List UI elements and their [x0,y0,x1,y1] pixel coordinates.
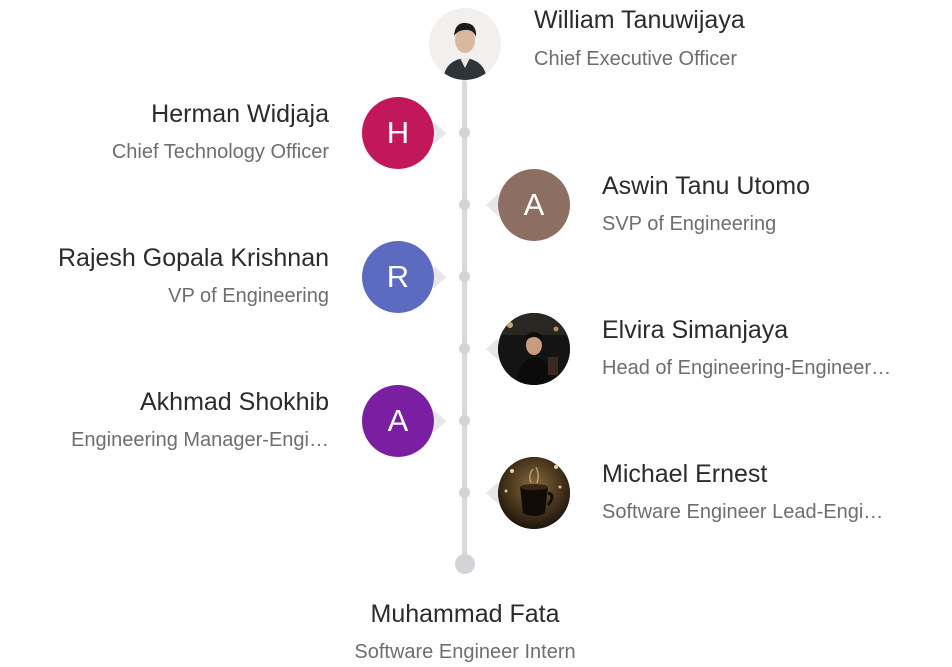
connector-arrow [486,338,498,360]
connector-arrow [434,266,446,288]
timeline-end-dot [455,554,475,574]
vp-title: VP of Engineering [168,285,329,307]
lead-avatar-photo[interactable] [498,457,570,529]
person-photo-icon [498,313,570,385]
connector-arrow [434,122,446,144]
lead-title: Software Engineer Lead-Engi… [602,501,884,523]
em-title: Engineering Manager-Engi… [71,429,329,451]
cto-title: Chief Technology Officer [111,141,329,163]
connector-arrow [486,482,498,504]
svp-name[interactable]: Aswin Tanu Utomo [602,172,810,200]
head-name[interactable]: Elvira Simanjaya [602,316,789,344]
timeline-dot [459,487,470,498]
svp-avatar[interactable]: A [498,169,570,241]
timeline-dot [459,199,470,210]
svp-title: SVP of Engineering [602,213,777,235]
em-avatar[interactable]: A [362,385,434,457]
timeline-dot [459,343,470,354]
timeline-spine [462,80,467,566]
vp-avatar[interactable]: R [362,241,434,313]
head-avatar-photo[interactable] [498,313,570,385]
timeline-dot [459,415,470,426]
em-name[interactable]: Akhmad Shokhib [139,388,329,416]
connector-arrow [434,410,446,432]
lead-name[interactable]: Michael Ernest [602,460,768,488]
vp-name[interactable]: Rajesh Gopala Krishnan [58,244,329,272]
coffee-cup-photo-icon [498,457,570,529]
ceo-avatar-photo[interactable] [429,8,501,80]
ceo-title: Chief Executive Officer [534,48,738,70]
cto-name[interactable]: Herman Widjaja [151,100,329,128]
connector-arrow [486,194,498,216]
intern-name[interactable]: Muhammad Fata [370,600,560,628]
timeline-dot [459,127,470,138]
head-title: Head of Engineering-Engineer… [602,357,892,379]
ceo-name[interactable]: William Tanuwijaya [534,6,745,34]
person-photo-icon [429,8,501,80]
cto-avatar[interactable]: H [362,97,434,169]
timeline-dot [459,271,470,282]
intern-title: Software Engineer Intern [354,641,576,663]
